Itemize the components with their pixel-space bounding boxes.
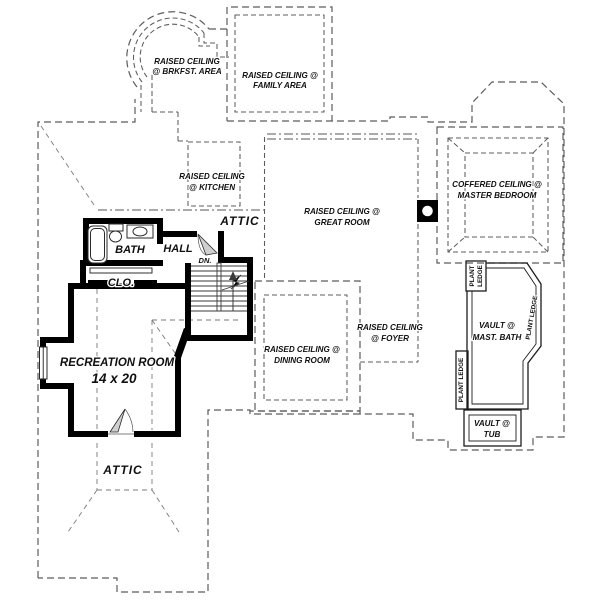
wall-rec-west-upper (68, 283, 74, 343)
wall-bay-left-upper (40, 337, 46, 349)
labels: RAISED CEILING @ BRKFST. AREA RAISED CEI… (59, 56, 544, 479)
coffered-outer (447, 137, 549, 253)
master-bath-outline (455, 260, 542, 447)
coffered-inner (464, 152, 534, 238)
wall-bath-top (83, 218, 163, 224)
wall-stair-left (185, 263, 191, 341)
label-recreation-name: RECREATION ROOM (60, 357, 175, 369)
label-dining-line2: DINING ROOM (274, 356, 330, 365)
vault-tub-inner (468, 414, 517, 442)
hall-door-swing (197, 233, 207, 256)
turret-arc-outer (126, 11, 210, 88)
label-foyer-line1: RAISED CEILING (357, 323, 423, 332)
label-family-line2: FAMILY AREA (253, 81, 307, 90)
attic-corridor-lines (96, 289, 153, 491)
kitchen-outline (187, 141, 241, 207)
label-family-line1: RAISED CEILING @ (242, 71, 318, 80)
plant-ledge-top-box (465, 260, 487, 292)
rec-door-leaf (109, 408, 126, 433)
wall-rec-east (175, 356, 181, 437)
rec-door-swing (124, 408, 134, 433)
label-great-line1: RAISED CEILING @ (304, 207, 380, 216)
stair-break-line (221, 274, 250, 291)
hip-line-upper-left (40, 125, 97, 209)
label-plant-ledge-top-word1: PLANT (469, 265, 476, 286)
label-attic-lower: ATTIC (102, 463, 142, 477)
wall-bath-left (83, 218, 89, 266)
column-shaft (420, 204, 435, 218)
wall-rec-south-left (68, 431, 108, 437)
wall-rec-top (68, 283, 190, 289)
label-kitchen-line2: @ KITCHEN (189, 183, 235, 192)
wall-hall-right (218, 231, 224, 263)
label-closet: CLO. (108, 277, 134, 289)
dining-outline (254, 280, 361, 412)
wall-bath-hall-divider (157, 218, 163, 244)
label-great-line2: GREAT ROOM (314, 218, 369, 227)
vanity-sink (132, 226, 148, 237)
doors (108, 233, 218, 435)
label-brkfst-line2: @ BRKFST. AREA (152, 67, 222, 76)
mast-bath-inner (471, 267, 537, 405)
turret-arc-middle (132, 17, 205, 83)
hip-lines-lower (67, 489, 180, 533)
wall-stair-bottom (185, 335, 253, 341)
label-mast-bath-line1: VAULT @ (479, 321, 515, 330)
lower-floor-outline (37, 6, 565, 593)
wall-closet-left (80, 260, 86, 289)
wall-stair-right (247, 257, 253, 341)
label-down: DN. (199, 256, 212, 265)
label-coffered-line1: COFFERED CEILING @ (452, 180, 542, 189)
toilet-bowl (109, 230, 122, 243)
roof-lines (40, 125, 240, 533)
label-bath: BATH (115, 244, 146, 256)
vault-tub-outer (463, 409, 522, 447)
dining-inner (263, 294, 348, 401)
wall-hall-top (163, 231, 197, 237)
label-brkfst-line1: RAISED CEILING (154, 57, 220, 66)
walls (39, 218, 253, 437)
wall-stair-top (224, 257, 253, 263)
stairs (191, 262, 250, 312)
wall-bay-top (40, 337, 74, 343)
wall-rec-south-right (134, 431, 181, 437)
mast-bath-outer (466, 262, 542, 410)
label-kitchen-line1: RAISED CEILING (179, 172, 245, 181)
coffered-corner-diagonals (447, 137, 549, 253)
plant-ledge-left-box (455, 350, 469, 410)
label-plant-ledge-right: PLANT LEDGE (525, 295, 540, 340)
wall-bath-bottom (83, 260, 163, 266)
closet-shelf (89, 267, 153, 274)
great-room-top-line (267, 133, 418, 140)
family-area-outline (226, 29, 332, 122)
bathroom-fixtures (87, 223, 154, 274)
toilet-tank (108, 223, 124, 232)
label-plant-ledge-top-word2: LEDGE (477, 265, 484, 287)
rec-corner-diagonal (151, 319, 176, 354)
label-recreation-dims: 14 x 20 (91, 371, 137, 386)
label-vault-tub-line2: TUB (484, 430, 501, 439)
turret-neck-lines (140, 33, 229, 142)
label-attic-upper: ATTIC (219, 214, 259, 228)
column (417, 200, 438, 222)
label-vault-tub-line1: VAULT @ (474, 419, 510, 428)
wall-bay-bottom (40, 383, 74, 389)
label-mast-bath-line2: MAST. BATH (473, 333, 522, 342)
label-plant-ledge-left: PLANT LEDGE (458, 358, 465, 402)
label-foyer-line2: @ FOYER (371, 334, 409, 343)
wall-rec-west-lower (68, 383, 74, 437)
hall-door-leaf (197, 233, 218, 256)
label-coffered-line2: MASTER BEDROOM (458, 191, 537, 200)
stair-stringer (216, 262, 222, 312)
stair-treads (191, 265, 247, 312)
label-dining-line1: RAISED CEILING @ (264, 345, 340, 354)
label-hall: HALL (163, 243, 193, 255)
turret-arc-inner (139, 23, 200, 78)
bathtub-inner (90, 228, 105, 261)
family-area-inner (234, 14, 325, 113)
outer-boundary (37, 6, 565, 593)
stair-arrow-head (229, 271, 237, 280)
